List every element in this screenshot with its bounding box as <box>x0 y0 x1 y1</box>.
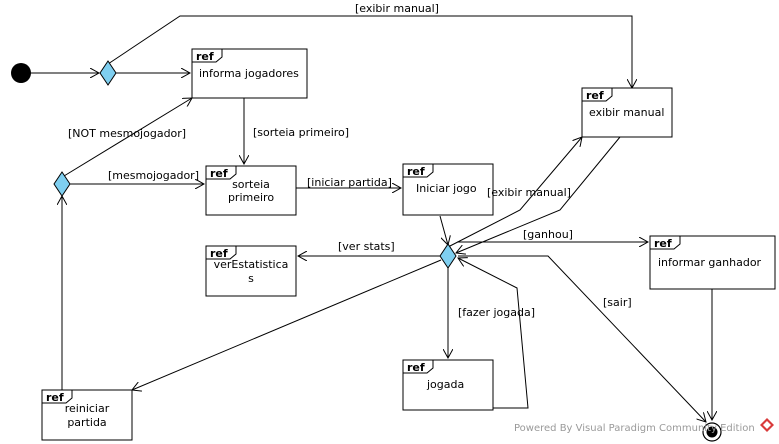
ref-keyword: ref <box>586 89 604 102</box>
visual-paradigm-logo-icon <box>760 418 774 432</box>
ref-exibir-manual: ref exibir manual <box>581 87 673 138</box>
ref-sorteia-primeiro: ref sorteia primeiro <box>205 165 297 216</box>
decision-node-game <box>439 243 457 269</box>
guard-fazer-jogada: [fazer jogada] <box>458 306 535 319</box>
node-label: informa jogadores <box>199 67 299 80</box>
guard-ver-stats: [ver stats] <box>338 240 395 253</box>
node-label: jogada <box>426 378 464 391</box>
guard-labels: [exibir manual] [NOT mesmojogador] [sort… <box>68 2 632 319</box>
edge-exibir-manual-top <box>107 15 632 88</box>
guard-iniciar-partida: [iniciar partida] <box>307 176 392 189</box>
node-label: partida <box>67 416 106 429</box>
ref-keyword: ref <box>407 361 425 374</box>
guard-mesmojogador: [mesmojogador] <box>108 169 199 182</box>
ref-iniciar-jogo: ref Iniciar jogo <box>402 163 494 216</box>
guard-sorteia-primeiro: [sorteia primeiro] <box>253 126 349 139</box>
guard-not-mesmojogador: [NOT mesmojogador] <box>68 127 186 140</box>
node-label: reiniciar <box>65 402 110 415</box>
node-label: exibir manual <box>589 106 664 119</box>
node-label: informar ganhador <box>658 256 762 269</box>
ref-reiniciar-partida: ref reiniciar partida <box>41 389 133 441</box>
edge-decision3-to-exibir-manual <box>447 137 582 248</box>
ref-informa-jogadores: ref informa jogadores <box>191 48 308 99</box>
guard-exibir-manual-top: [exibir manual] <box>355 2 439 15</box>
watermark-text: Powered By Visual Paradigm Community Edi… <box>514 423 755 434</box>
edge-iniciar-jogo-to-decision3 <box>439 215 448 245</box>
ref-keyword: ref <box>210 247 228 260</box>
ref-keyword: ref <box>654 237 672 250</box>
ref-jogada: ref jogada <box>402 359 494 411</box>
node-label: s <box>248 272 254 285</box>
edge-exibir-manual-to-decision3 <box>456 136 621 253</box>
guard-sair: [sair] <box>603 296 632 309</box>
node-label: primeiro <box>228 191 274 204</box>
ref-informar-ganhador: ref informar ganhador <box>649 235 776 290</box>
edge-decision2-to-informa <box>63 98 192 177</box>
ref-keyword: ref <box>196 50 214 63</box>
ref-keyword: ref <box>407 165 425 178</box>
node-label: verEstatistica <box>214 258 289 271</box>
ref-ver-estatisticas: ref verEstatistica s <box>205 245 297 297</box>
decision-node-start <box>99 60 117 86</box>
node-label: Iniciar jogo <box>416 182 477 195</box>
initial-node <box>11 63 31 83</box>
watermark: Powered By Visual Paradigm Community Edi… <box>514 418 774 434</box>
guard-ganhou: [ganhou] <box>523 228 573 241</box>
edge-jogada-loop-back <box>458 258 529 409</box>
ref-keyword: ref <box>46 391 64 404</box>
edges <box>30 15 712 422</box>
edge-decision3-to-final-sair <box>458 255 706 422</box>
decision-node-players <box>53 171 71 197</box>
node-label: sorteia <box>232 178 270 191</box>
guard-exibir-manual-mid: [exibir manual] <box>487 186 571 199</box>
edge-decision3-to-reiniciar <box>132 259 442 390</box>
ref-keyword: ref <box>210 167 228 180</box>
final-node <box>702 422 722 442</box>
